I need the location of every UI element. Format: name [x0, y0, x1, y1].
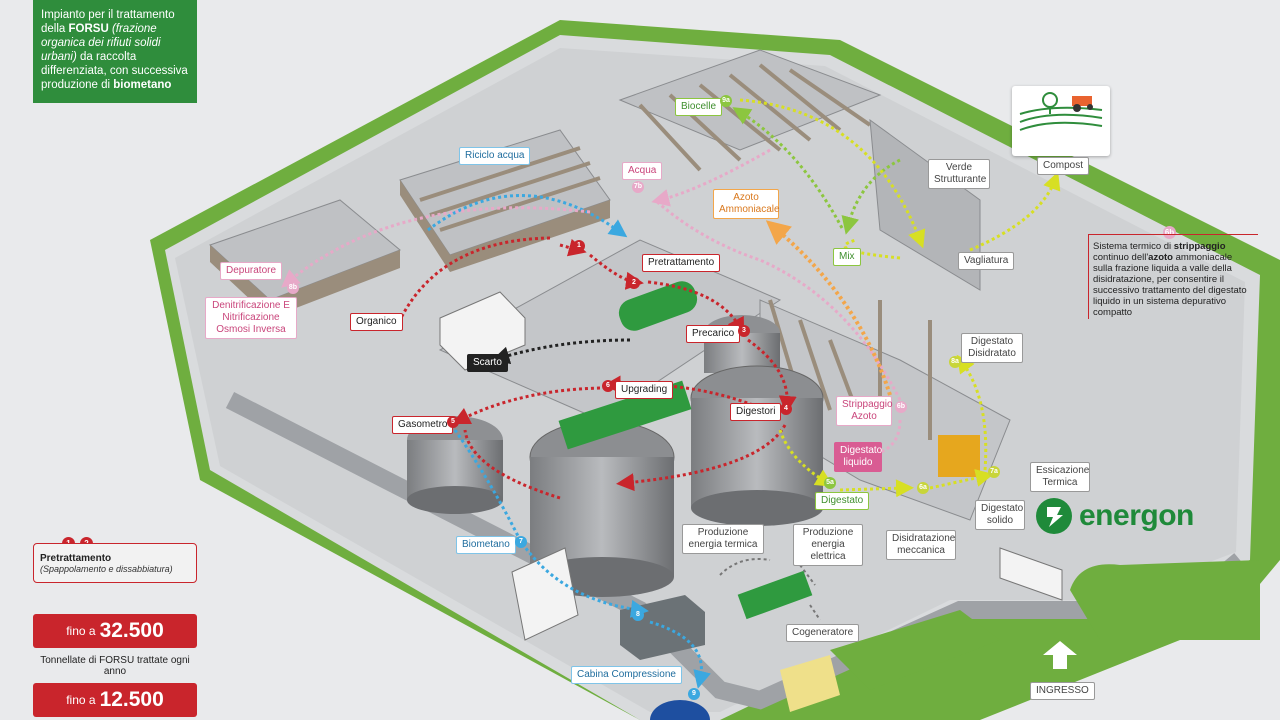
- label-compost: Compost: [1037, 157, 1090, 175]
- step-7: 7: [515, 536, 527, 548]
- step-9a: 9a: [720, 95, 732, 107]
- title-bold-biometano: biometano: [113, 79, 172, 91]
- stat-caption: Tonnellate di FORSU trattate ogni anno: [40, 655, 190, 677]
- label-digestato-solido: Digestato solido: [975, 500, 1025, 530]
- note-text: Sistema termico di: [1093, 241, 1174, 252]
- up-arrow-icon: [1043, 641, 1077, 669]
- legend-title: Pretrattamento: [40, 553, 112, 564]
- step-3: 3: [738, 325, 750, 337]
- title-text-2: da raccolta differenziata, con successiv…: [41, 51, 188, 91]
- energon-wordmark: energon: [1079, 499, 1194, 532]
- stat-prefix: fino a: [66, 624, 96, 638]
- step-4: 4: [780, 403, 792, 415]
- step-6: 6: [602, 380, 614, 392]
- label-disidratazione-meccanica: Disidratazione meccanica: [886, 530, 956, 560]
- energon-mark-icon: [1036, 498, 1072, 534]
- label-scarto: Scarto: [467, 354, 508, 372]
- label-digestato-liquido: Digestato liquido: [834, 442, 882, 472]
- label-produzione-elettrica: Produzione energia elettrica: [793, 524, 863, 566]
- step-8a: 8a: [949, 356, 961, 368]
- label-strippaggio-azoto: Strippaggio Azoto: [836, 396, 893, 426]
- label-acqua: Acqua: [622, 162, 663, 180]
- label-denitrificazione: Denitrificazione E Nitrificazione Osmosi…: [205, 297, 297, 339]
- step-8b: 8b: [287, 282, 299, 294]
- label-digestori: Digestori: [730, 403, 782, 421]
- stat-value: 12.500: [99, 688, 164, 711]
- title-text-1: Impianto per il trattamento della: [41, 9, 175, 35]
- stat-badge-2: fino a 12.500: [33, 683, 197, 717]
- label-gasometro: Gasometro: [392, 416, 454, 434]
- label-precarico: Precarico: [686, 325, 741, 343]
- title-bold-forsu: FORSU: [68, 23, 109, 35]
- farm-icon: [1019, 92, 1103, 131]
- label-mix: Mix: [833, 248, 861, 266]
- step-9: 9: [688, 688, 700, 700]
- infographic-title: Impianto per il trattamento della FORSU …: [33, 0, 197, 103]
- step-6b: 6b: [895, 401, 907, 413]
- label-essicazione-termica: Essicazione Termica: [1030, 462, 1090, 492]
- label-azoto-ammoniacale: Azoto Ammoniacale: [713, 189, 780, 219]
- stat-value: 32.500: [99, 619, 164, 642]
- step-7b: 7b: [632, 181, 644, 193]
- note-stripping: Sistema termico di strippaggio continuo …: [1088, 234, 1258, 319]
- note-bold: azoto: [1148, 252, 1173, 263]
- label-verde-strutturante: Verde Strutturante: [928, 159, 990, 189]
- label-cogeneratore: Cogeneratore: [786, 624, 860, 642]
- step-7a: 7a: [988, 466, 1000, 478]
- step-5: 5: [447, 416, 459, 428]
- label-biocelle: Biocelle: [675, 98, 723, 116]
- legend-subtitle: (Spappolamento e dissabbiatura): [40, 564, 173, 574]
- label-depuratore: Depuratore: [220, 262, 283, 280]
- note-number: 6b: [1163, 226, 1176, 239]
- label-pretrattamento: Pretrattamento: [642, 254, 721, 272]
- label-digestato: Digestato: [815, 492, 870, 510]
- step-2: 2: [628, 277, 640, 289]
- step-1: 1: [573, 240, 585, 252]
- label-biometano: Biometano: [456, 536, 516, 554]
- legend-box: Pretrattamento (Spappolamento e dissabbi…: [33, 543, 197, 583]
- label-ingresso: INGRESSO: [1030, 682, 1095, 700]
- note-bold: strippaggio: [1173, 241, 1226, 252]
- label-produzione-termica: Produzione energia termica: [682, 524, 764, 554]
- label-vagliatura: Vagliatura: [958, 252, 1015, 270]
- step-8: 8: [632, 609, 644, 621]
- stat-prefix: fino a: [66, 693, 96, 707]
- step-5a: 5a: [824, 477, 836, 489]
- energon-logo: energon: [1035, 497, 1194, 535]
- note-text: continuo dell': [1093, 252, 1149, 263]
- step-6a: 6a: [917, 482, 929, 494]
- stat-badge-forsu: fino a 32.500: [33, 614, 197, 648]
- label-upgrading: Upgrading: [615, 381, 674, 399]
- label-cabina-compressione: Cabina Compressione: [571, 666, 682, 684]
- label-riciclo-acqua: Riciclo acqua: [459, 147, 531, 165]
- title-italic: (frazione organica dei rifiuti solidi ur…: [41, 23, 161, 63]
- note-text: ammoniacale sulla frazione liquida a val…: [1093, 252, 1247, 318]
- label-organico: Organico: [350, 313, 403, 331]
- compost-card: [1012, 86, 1110, 156]
- label-digestato-disidratato: Digestato Disidratato: [961, 333, 1023, 363]
